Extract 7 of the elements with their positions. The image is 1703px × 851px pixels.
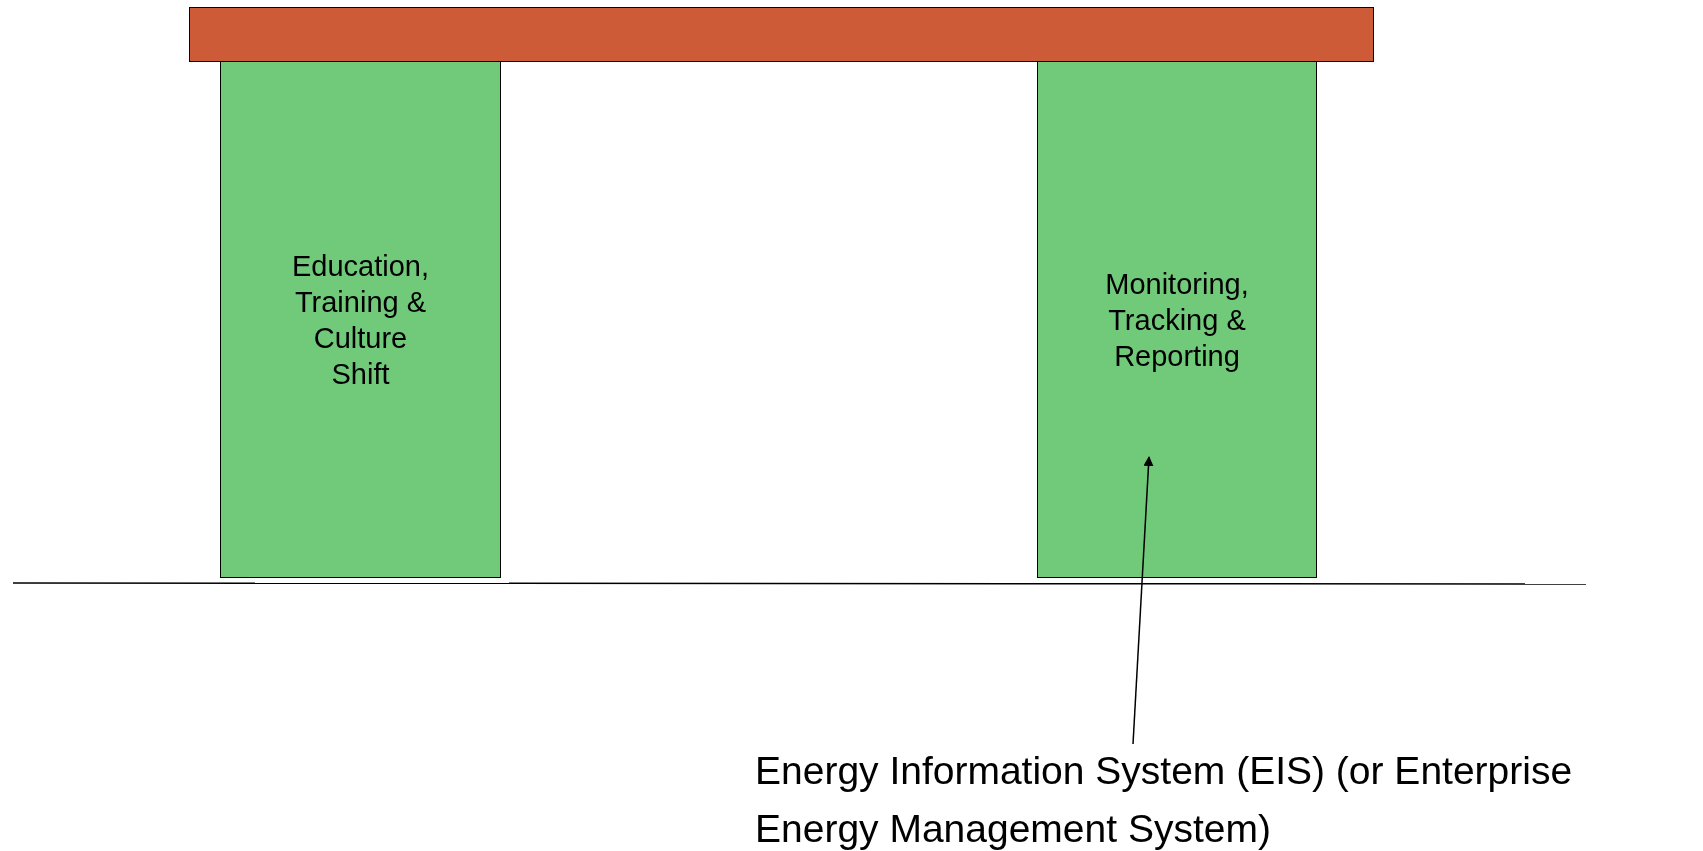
annotation-text: Energy Information System (EIS) (or Enterprise Energy Management System)	[755, 742, 1585, 851]
beam-bar	[189, 7, 1374, 62]
pillar-box	[1037, 61, 1317, 578]
pillar-label: Monitoring, Tracking & Reporting	[1104, 266, 1250, 374]
pillar-label: Education, Training & Culture Shift	[290, 248, 430, 392]
pillar-box	[220, 61, 501, 578]
arrow	[1132, 456, 1154, 745]
